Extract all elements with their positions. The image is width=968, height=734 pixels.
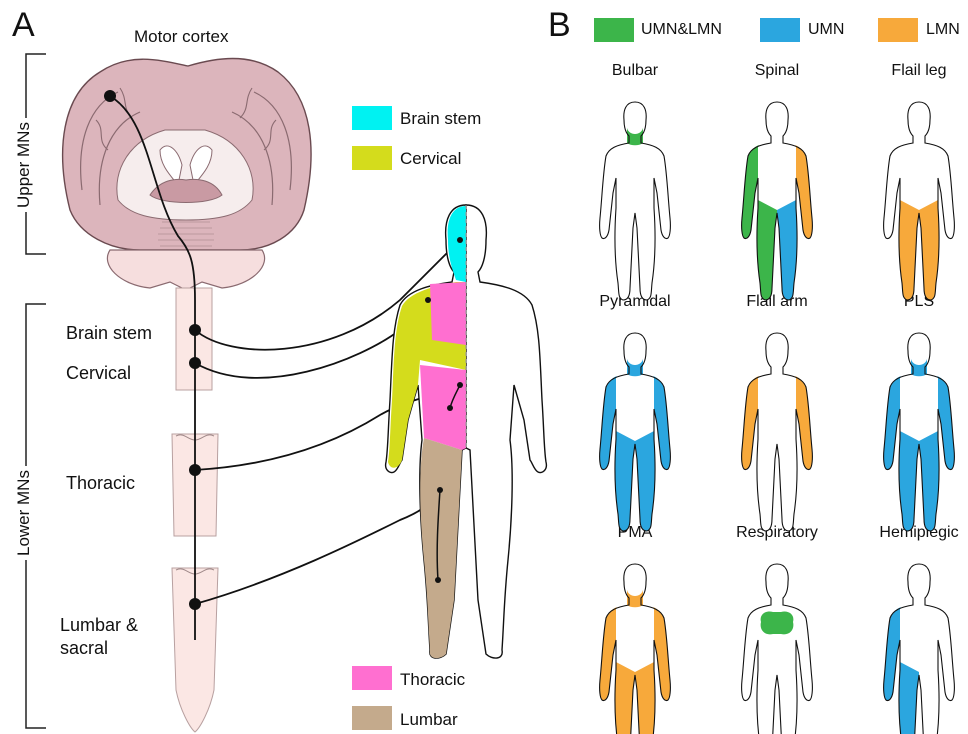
phenotype-figure-flail-leg bbox=[884, 102, 955, 300]
phenotype-region-rLeg bbox=[635, 662, 655, 734]
phenotype-region-lLeg bbox=[899, 662, 919, 734]
phenotype-figure-respiratory bbox=[742, 564, 813, 734]
phenotype-figure-pyramidal bbox=[600, 333, 671, 531]
phenotype-region-lLeg bbox=[615, 662, 635, 734]
phenotype-figure-flail-arm bbox=[742, 333, 813, 531]
phenotype-figure-spinal bbox=[742, 102, 813, 300]
phenotype-figure-hemiplegic bbox=[884, 564, 955, 734]
phenotype-figure-pma bbox=[600, 564, 671, 734]
phenotype-figure-bulbar bbox=[600, 102, 671, 300]
phenotype-figure-pls bbox=[884, 333, 955, 531]
phenotype-region-chest bbox=[761, 612, 794, 635]
